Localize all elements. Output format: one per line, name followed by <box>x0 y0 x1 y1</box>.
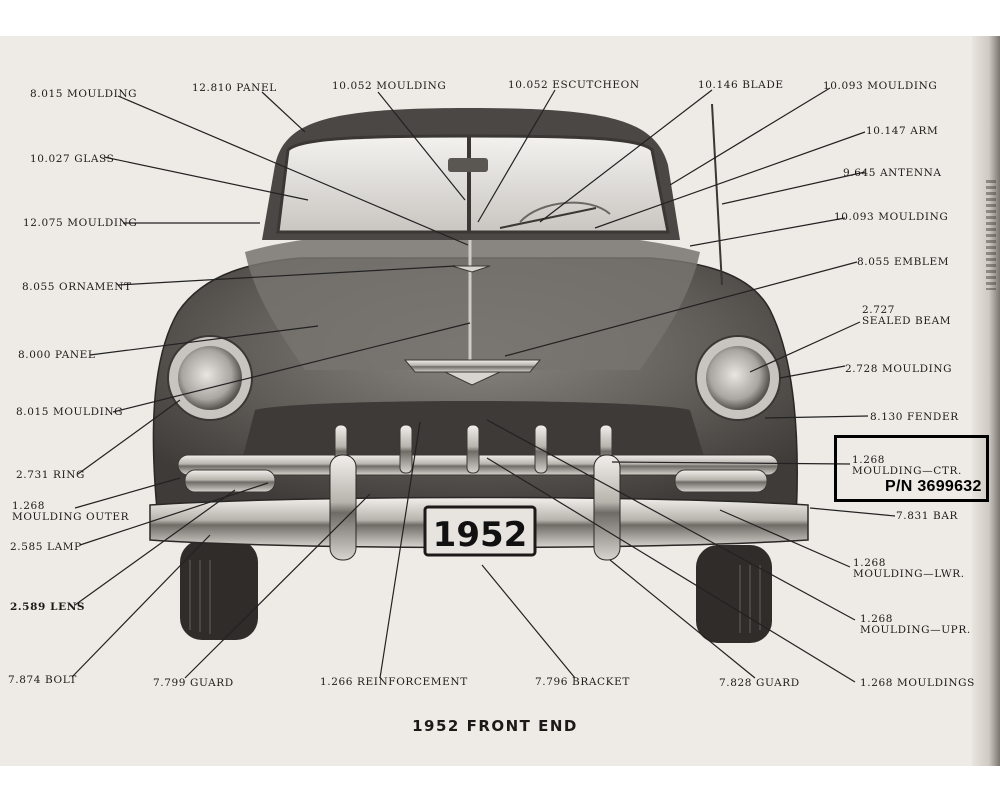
label-10093-moulding-right: 10.093 MOULDING <box>834 211 949 223</box>
label-1268-moulding-upr: 1.268 MOULDING—UPR. <box>860 614 971 636</box>
antenna <box>711 103 723 286</box>
label-8130-fender: 8.130 FENDER <box>870 411 959 423</box>
moulding-upr-number: 1.268 <box>860 613 894 625</box>
label-8055-ornament: 8.055 ORNAMENT <box>22 281 132 293</box>
label-7799-guard: 7.799 GUARD <box>153 677 234 689</box>
label-10093-moulding-top: 10.093 MOULDING <box>823 80 938 92</box>
moulding-ctr-text: MOULDING—CTR. <box>852 465 962 477</box>
hood-emblem <box>403 265 542 386</box>
label-1268-moulding-outer: 1.268 MOULDING OUTER <box>12 501 129 523</box>
label-7828-guard: 7.828 GUARD <box>719 677 800 689</box>
page-edge-shadow <box>972 36 1000 766</box>
label-10147-arm: 10.147 ARM <box>866 125 939 137</box>
moulding-upr-text: MOULDING—UPR. <box>860 624 971 636</box>
label-9645-antenna: 9.645 ANTENNA <box>843 167 942 179</box>
moulding-outer-number: 1.268 <box>12 500 46 512</box>
label-8000-panel: 8.000 PANEL <box>18 349 96 361</box>
label-10052-moulding: 10.052 MOULDING <box>332 80 447 92</box>
label-10052-escutcheon: 10.052 ESCUTCHEON <box>508 79 640 91</box>
label-10027-glass: 10.027 GLASS <box>30 153 115 165</box>
label-7796-bracket: 7.796 BRACKET <box>535 676 630 688</box>
label-2589-lens: 2.589 LENS <box>10 601 86 613</box>
hood-panel <box>245 230 700 370</box>
label-2728-moulding: 2.728 MOULDING <box>845 363 953 375</box>
figure-caption: 1952 FRONT END <box>412 717 578 735</box>
sealed-beam-number: 2.727 <box>862 304 896 316</box>
label-2731-ring: 2.731 RING <box>16 469 86 481</box>
label-1268-moulding-lwr: 1.268 MOULDING—LWR. <box>853 558 965 580</box>
label-12075-moulding: 12.075 MOULDING <box>23 217 138 229</box>
label-8015-moulding-top: 8.015 MOULDING <box>30 88 138 100</box>
part-number-callout-box: P/N 3699632 <box>834 435 989 502</box>
label-1268-mouldings: 1.268 MOULDINGS <box>860 677 975 689</box>
headlights <box>167 335 781 421</box>
label-8055-emblem: 8.055 EMBLEM <box>857 256 950 268</box>
label-7831-bar: 7.831 BAR <box>896 510 959 522</box>
moulding-outer-text: MOULDING OUTER <box>12 511 130 523</box>
label-8015-moulding-left: 8.015 MOULDING <box>16 406 124 418</box>
windshield-glass <box>276 134 670 234</box>
sealed-beam-text: SEALED BEAM <box>862 315 952 327</box>
front-tires <box>180 540 772 643</box>
label-2727-sealed-beam: 2.727 SEALED BEAM <box>862 305 951 327</box>
label-1268-moulding-ctr: 1.268 MOULDING—CTR. <box>852 455 962 477</box>
label-7874-bolt: 7.874 BOLT <box>8 674 78 686</box>
moulding-lwr-number: 1.268 <box>853 557 887 569</box>
license-plate: 1952 <box>423 505 537 557</box>
label-12810-panel: 12.810 PANEL <box>192 82 277 94</box>
moulding-ctr-number: 1.268 <box>852 454 886 466</box>
callout-part-number: P/N 3699632 <box>885 478 982 495</box>
leader-lines <box>71 87 896 683</box>
label-1266-reinforcement: 1.266 REINFORCEMENT <box>320 676 468 688</box>
label-2585-lamp: 2.585 LAMP <box>10 541 82 553</box>
adjacent-page-print <box>986 180 996 290</box>
grille <box>177 401 779 493</box>
moulding-lwr-text: MOULDING—LWR. <box>853 568 965 580</box>
label-10146-blade: 10.146 BLADE <box>698 79 784 91</box>
plate-number: 1952 <box>433 515 528 555</box>
